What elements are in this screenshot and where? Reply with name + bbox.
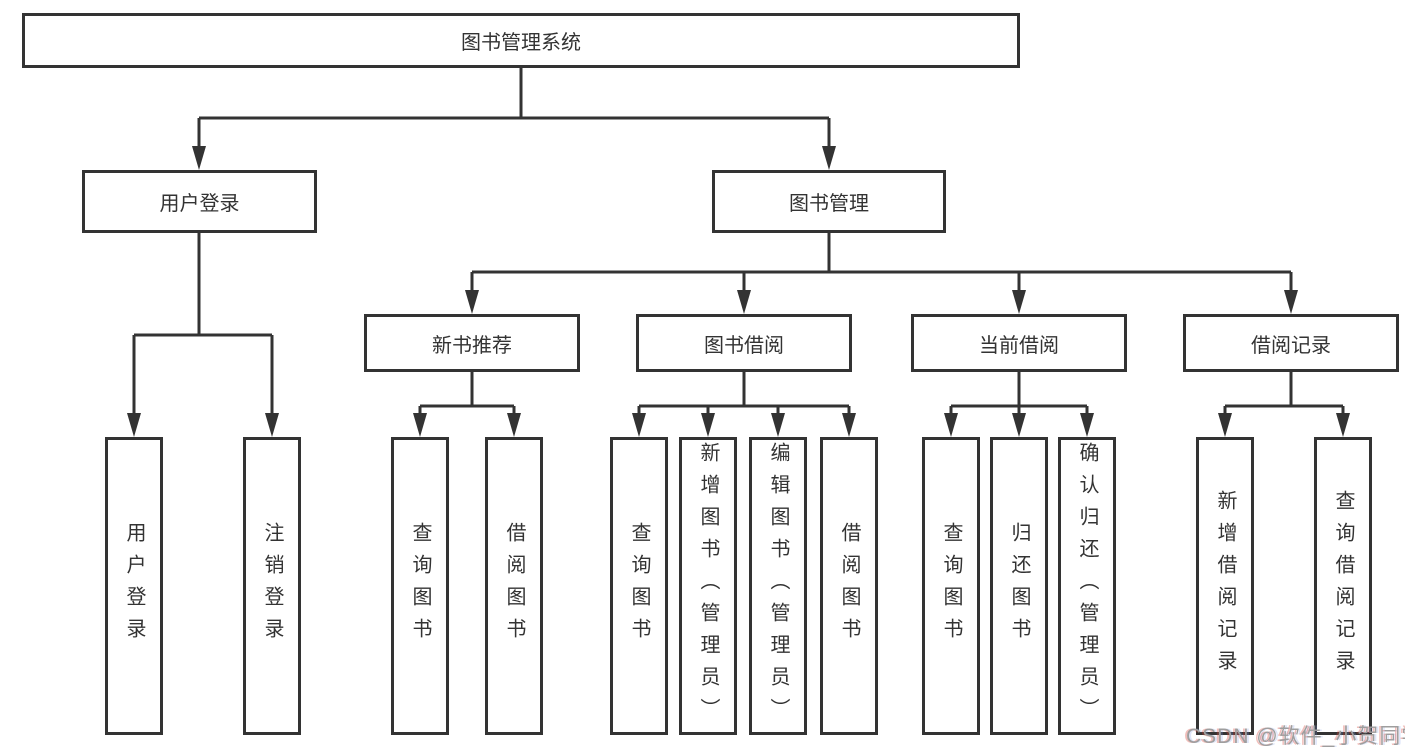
leaf-query-borrow-record: 查询借阅记录 [1314,437,1372,735]
leaf-query-books-1: 查询图书 [391,437,449,735]
leaf-return-book: 归还图书 [990,437,1048,735]
leaf-confirm-return-admin: 确认归还（管理员） [1058,437,1116,735]
csdn-watermark: CSDN @软件_小贺同学 [1186,725,1405,747]
leaf-query-books-2: 查询图书 [610,437,668,735]
node-book-management-label: 图书管理 [789,193,869,215]
node-new-book-recommend: 新书推荐 [364,314,580,372]
leaf-edit-book-admin-label: 编辑图书（管理员） [767,442,789,730]
leaf-query-books-2-label: 查询图书 [628,522,650,650]
leaf-add-borrow-record-label: 新增借阅记录 [1214,490,1236,682]
node-borrow-records: 借阅记录 [1183,314,1399,372]
leaf-query-books-1-label: 查询图书 [409,522,431,650]
leaf-user-login: 用户登录 [105,437,163,735]
node-book-borrow: 图书借阅 [636,314,852,372]
node-root: 图书管理系统 [22,13,1020,68]
node-book-borrow-label: 图书借阅 [704,334,784,357]
leaf-add-book-admin: 新增图书（管理员） [679,437,737,735]
node-current-borrow: 当前借阅 [911,314,1127,372]
leaf-add-borrow-record: 新增借阅记录 [1196,437,1254,735]
leaf-edit-book-admin: 编辑图书（管理员） [749,437,807,735]
node-root-label: 图书管理系统 [461,32,581,54]
leaf-return-book-label: 归还图书 [1008,522,1030,650]
leaf-borrow-books-1: 借阅图书 [485,437,543,735]
leaf-borrow-books-2: 借阅图书 [820,437,878,735]
node-borrow-records-label: 借阅记录 [1251,334,1331,357]
leaf-query-books-3-label: 查询图书 [940,522,962,650]
node-user-login-label: 用户登录 [159,193,240,215]
leaf-user-login-label: 用户登录 [123,522,145,650]
leaf-add-book-admin-label: 新增图书（管理员） [697,442,719,730]
leaf-borrow-books-2-label: 借阅图书 [838,522,860,650]
arrowheads [127,146,1350,437]
node-current-borrow-label: 当前借阅 [979,334,1059,357]
node-new-book-recommend-label: 新书推荐 [432,334,512,357]
leaf-query-borrow-record-label: 查询借阅记录 [1332,490,1354,682]
node-book-management: 图书管理 [712,170,946,233]
leaf-logout: 注销登录 [243,437,301,735]
leaf-logout-label: 注销登录 [261,522,283,650]
leaf-query-books-3: 查询图书 [922,437,980,735]
leaf-confirm-return-admin-label: 确认归还（管理员） [1076,442,1098,730]
leaf-borrow-books-1-label: 借阅图书 [503,522,525,650]
node-user-login: 用户登录 [82,170,317,233]
